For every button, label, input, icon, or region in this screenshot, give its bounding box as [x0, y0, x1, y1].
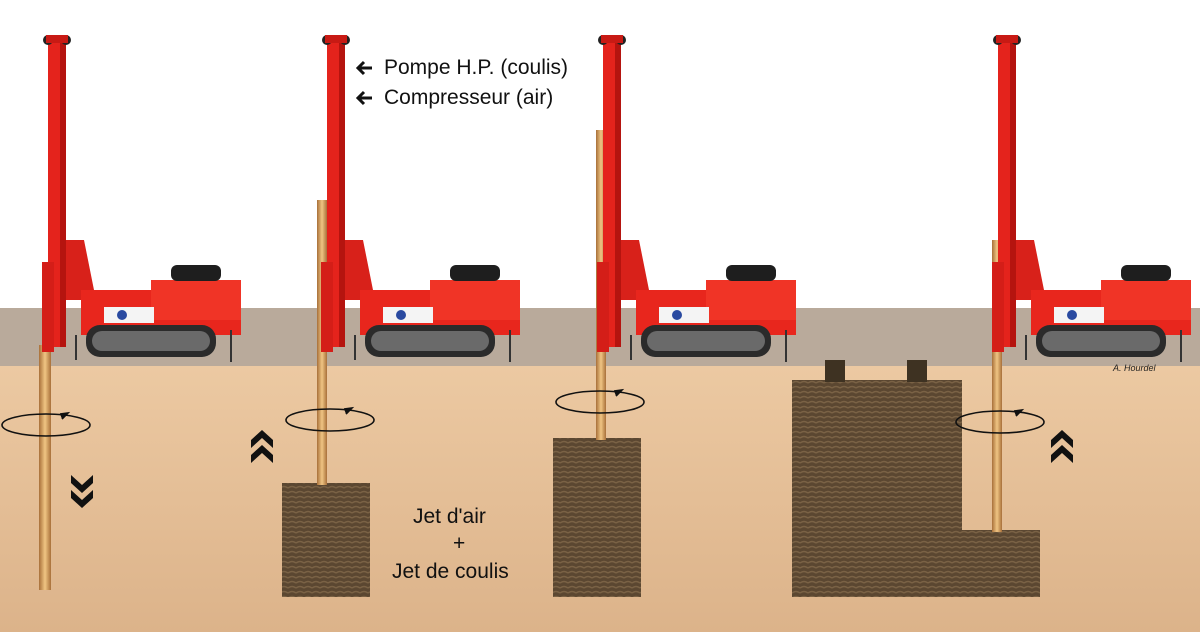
- grout-column-stage-3: [553, 438, 641, 597]
- drill-rod-1: [39, 345, 51, 590]
- pump-label: Pompe H.P. (coulis): [384, 56, 569, 79]
- column-head-1: [825, 360, 845, 382]
- grout-column-existing: [792, 380, 962, 597]
- column-head-2: [907, 360, 927, 382]
- double-chevron-up-icon: [1051, 430, 1073, 463]
- left-arrow-icon: [355, 90, 372, 106]
- jet-grout-label: Jet de coulis: [392, 560, 509, 583]
- compressor-label: Compresseur (air): [384, 86, 554, 109]
- rotation-arrow-icon: [955, 408, 1045, 434]
- rotation-arrow-icon: [555, 388, 645, 414]
- plus-label: +: [453, 532, 466, 555]
- double-chevron-up-icon: [251, 430, 273, 463]
- rotation-arrow-icon: [1, 411, 91, 437]
- double-chevron-down-icon: [71, 475, 93, 508]
- rotation-arrow-icon: [285, 406, 375, 432]
- grout-column-stage-4: [962, 530, 1040, 597]
- drill-rod-4: [992, 240, 1002, 532]
- grout-column-stage-2: [282, 483, 370, 597]
- artist-signature: A. Hourdel: [1113, 363, 1156, 373]
- left-arrow-icon: [355, 60, 372, 76]
- jet-air-label: Jet d'air: [413, 505, 486, 528]
